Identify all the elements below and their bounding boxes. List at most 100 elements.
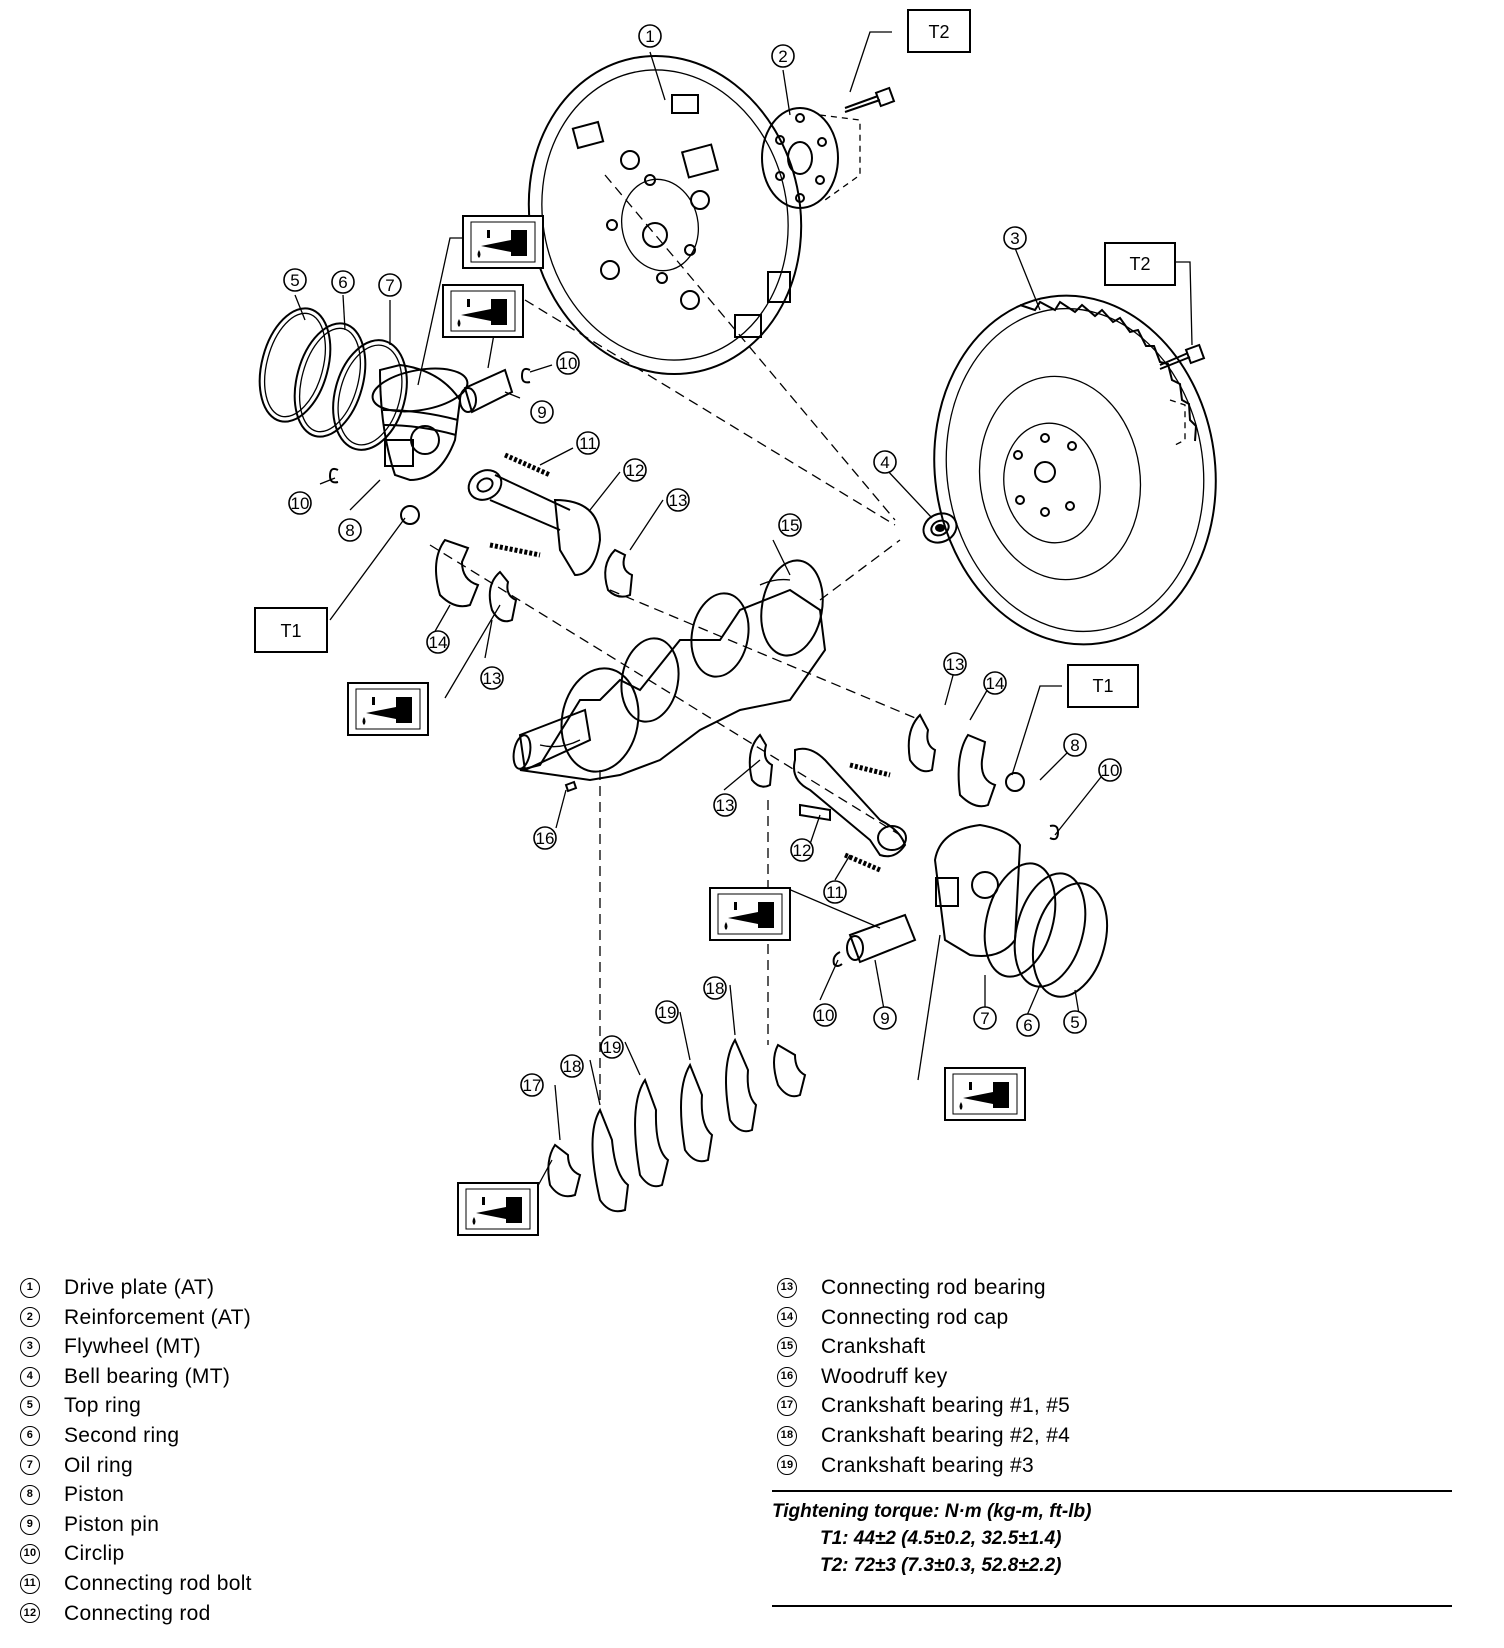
callout-5: 5 [1063,1010,1087,1034]
svg-text:10: 10 [816,1006,835,1025]
legend-number: 16 [777,1366,797,1387]
svg-text:18: 18 [706,979,725,998]
callout-10: 10 [288,491,312,515]
svg-text:12: 12 [626,461,645,480]
legend-item: 6 Second ring [20,1421,252,1451]
legend-label: Woodruff key [821,1364,948,1388]
main-bearings [547,1037,807,1213]
torque-t1: T1: 44±2 (4.5±0.2, 32.5±1.4) [820,1528,1062,1549]
legend-item: 17 Crankshaft bearing #1, #5 [777,1391,1070,1421]
callout-6: 6 [1016,1013,1040,1037]
legend-item: 10 Circlip [20,1539,252,1569]
svg-text:15: 15 [781,516,800,535]
svg-text:T1: T1 [280,621,301,641]
svg-text:18: 18 [563,1057,582,1076]
legend-label: Oil ring [64,1453,133,1477]
legend-label: Top ring [64,1394,142,1418]
legend-number: 14 [777,1307,797,1328]
legend-item: 16 Woodruff key [777,1362,1070,1392]
svg-text:19: 19 [658,1003,677,1022]
legend-number: 10 [20,1544,40,1565]
svg-text:10: 10 [559,354,578,373]
svg-text:9: 9 [880,1009,889,1028]
callout-16: 16 [533,826,557,850]
legend-number: 15 [777,1336,797,1357]
connecting-rod-left [400,452,602,577]
legend-label: Connecting rod cap [821,1305,1009,1329]
legend-number: 17 [777,1396,797,1417]
callout-11: 11 [823,880,847,904]
callout-13: 13 [943,652,967,676]
svg-text:14: 14 [429,633,448,652]
callout-13: 13 [666,488,690,512]
part-callouts: 1 2 3 4 5 6 7 8 9 10 10 11 12 13 15 14 1… [283,24,1122,1097]
svg-text:14: 14 [986,674,1005,693]
callout-4: 4 [873,450,897,474]
legend-label: Piston pin [64,1512,160,1536]
legend-number: 6 [20,1425,40,1446]
callout-1: 1 [638,24,662,48]
legend-number: 2 [20,1307,40,1328]
svg-text:5: 5 [290,271,299,290]
callout-10: 10 [813,1003,837,1027]
svg-text:9: 9 [537,403,546,422]
oil-apply-symbols [347,215,1026,1236]
torque-box-t1-left: T1 [254,607,328,653]
callout-18: 18 [703,976,727,1000]
legend-label: Crankshaft bearing #2, #4 [821,1423,1071,1447]
legend-number: 12 [20,1603,40,1624]
bell-bearing-part [922,512,958,544]
svg-text:7: 7 [385,276,394,295]
callout-10: 10 [1098,758,1122,782]
legend-label: Connecting rod bearing [821,1276,1046,1299]
callout-12: 12 [790,838,814,862]
svg-text:13: 13 [669,491,688,510]
svg-text:3: 3 [1010,229,1019,248]
svg-text:T2: T2 [928,22,949,42]
svg-text:10: 10 [291,494,310,513]
callout-15: 15 [778,513,802,537]
legend-label: Piston [64,1483,125,1507]
svg-text:7: 7 [980,1009,989,1028]
callout-13: 13 [480,666,504,690]
legend-label: Circlip [64,1542,125,1566]
legend-label: Connecting rod [64,1601,211,1625]
legend-label: Second ring [64,1423,180,1447]
legend-label: Crankshaft bearing #1, #5 [821,1394,1071,1418]
leader-lines [294,31,1193,1216]
legend-item: 14 Connecting rod cap [777,1303,1070,1333]
reinforcement-part [761,107,861,209]
callout-14: 14 [983,671,1007,695]
legend-label: Bell bearing (MT) [64,1364,231,1388]
callout-6: 6 [331,270,355,294]
piston-rings-right [983,862,1108,998]
rod-cap-right [748,713,1025,808]
drive-plate-part [527,54,803,376]
legend-number: 19 [777,1455,797,1476]
svg-text:2: 2 [778,47,787,66]
callout-9: 9 [873,1006,897,1030]
connecting-rod-right [793,747,907,873]
torque-box-t2-lower: T2 [1104,242,1176,286]
flywheel-part [933,294,1217,646]
legend-label: Reinforcement (AT) [64,1305,252,1329]
crankshaft-part [512,559,827,793]
torque-top-rule [772,1490,1452,1492]
callout-11: 11 [576,431,600,455]
callout-19: 19 [600,1035,624,1059]
svg-text:17: 17 [523,1076,542,1095]
legend-item: 12 Connecting rod [20,1599,252,1629]
piston-pin-left [328,367,531,484]
piston-pin-right [832,913,917,967]
legend-label: Connecting rod bolt [64,1571,252,1595]
legend-number: 13 [777,1277,797,1298]
svg-text:11: 11 [579,434,597,453]
svg-text:T2: T2 [1129,254,1150,274]
